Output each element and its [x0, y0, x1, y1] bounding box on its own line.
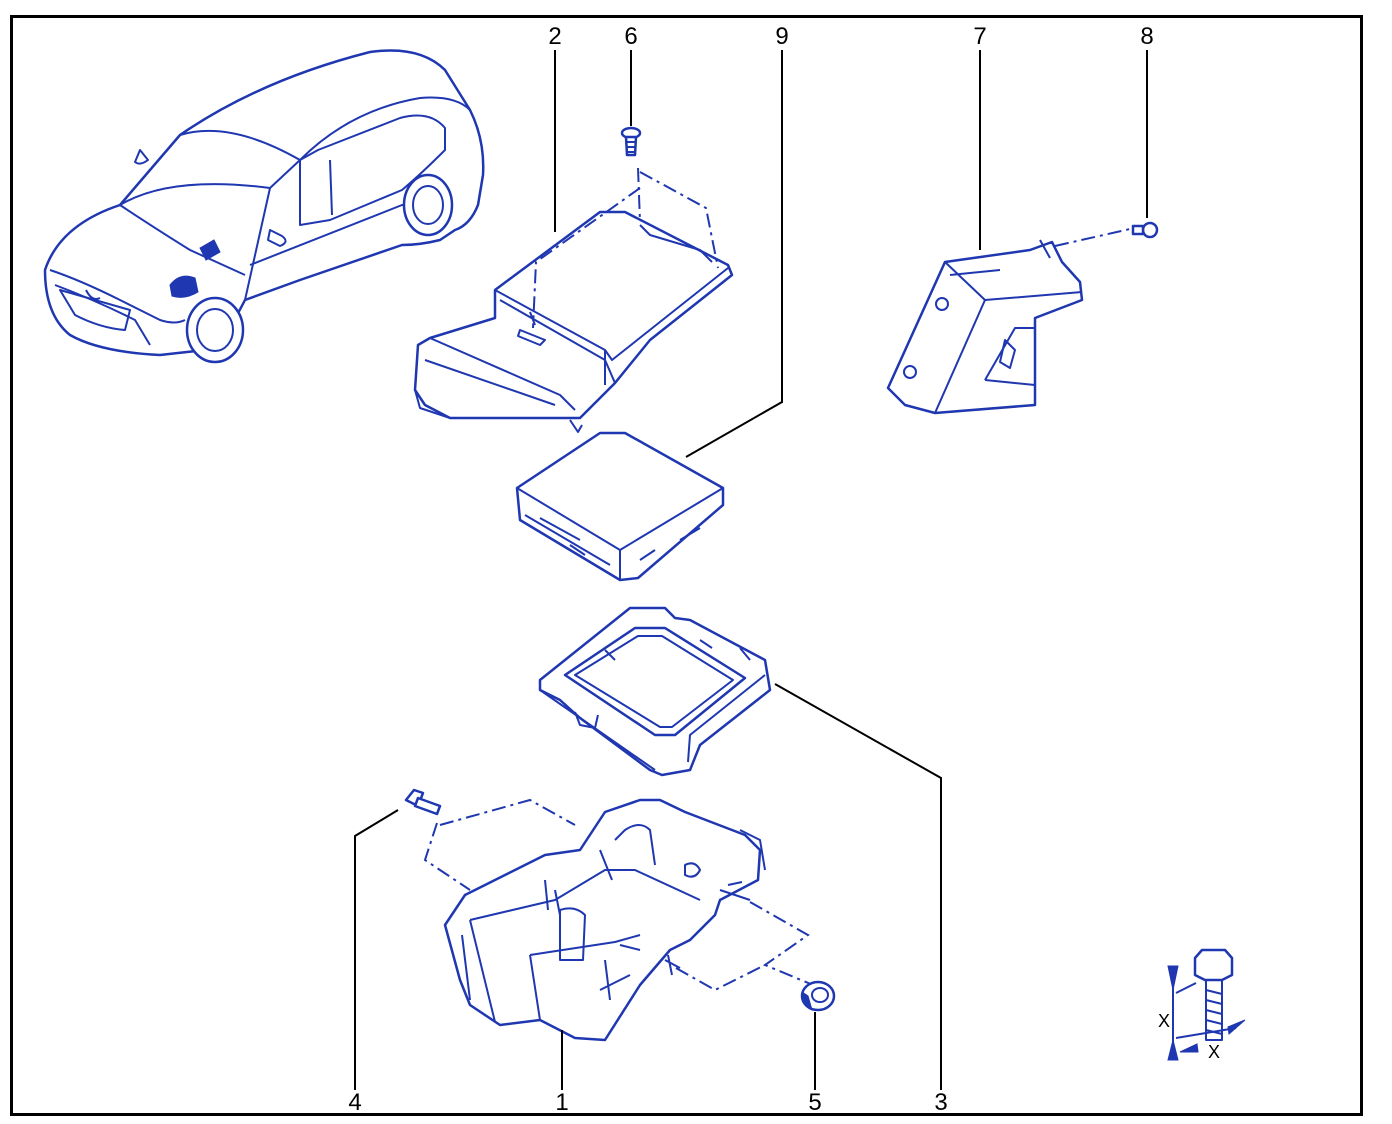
part-4-bolt	[404, 788, 442, 816]
callout-9: 9	[775, 23, 788, 50]
part-9-control-unit	[515, 431, 725, 582]
callout-3: 3	[934, 1089, 947, 1116]
torque-label-horizontal: X	[1208, 1042, 1220, 1062]
callout-2: 2	[548, 23, 561, 50]
torque-symbol	[1167, 948, 1246, 1061]
callout-6: 6	[624, 23, 637, 50]
part-2-upper-cover	[413, 167, 734, 433]
car-illustration	[43, 49, 485, 364]
part-6-screw	[620, 126, 642, 157]
callout-7: 7	[973, 23, 986, 50]
callout-1: 1	[555, 1089, 568, 1116]
part-5-nut	[800, 980, 836, 1012]
part-1-lower-tray	[423, 798, 814, 1042]
leader-lines	[354, 50, 1148, 1090]
callout-4: 4	[348, 1089, 361, 1116]
torque-label-vertical: X	[1158, 1011, 1170, 1031]
diagram-frame	[10, 15, 1363, 1116]
callout-8: 8	[1140, 23, 1153, 50]
part-7-bracket	[886, 228, 1131, 415]
part-3-frame	[538, 606, 772, 777]
part-8-nut	[1131, 221, 1159, 239]
callout-5: 5	[808, 1089, 821, 1116]
